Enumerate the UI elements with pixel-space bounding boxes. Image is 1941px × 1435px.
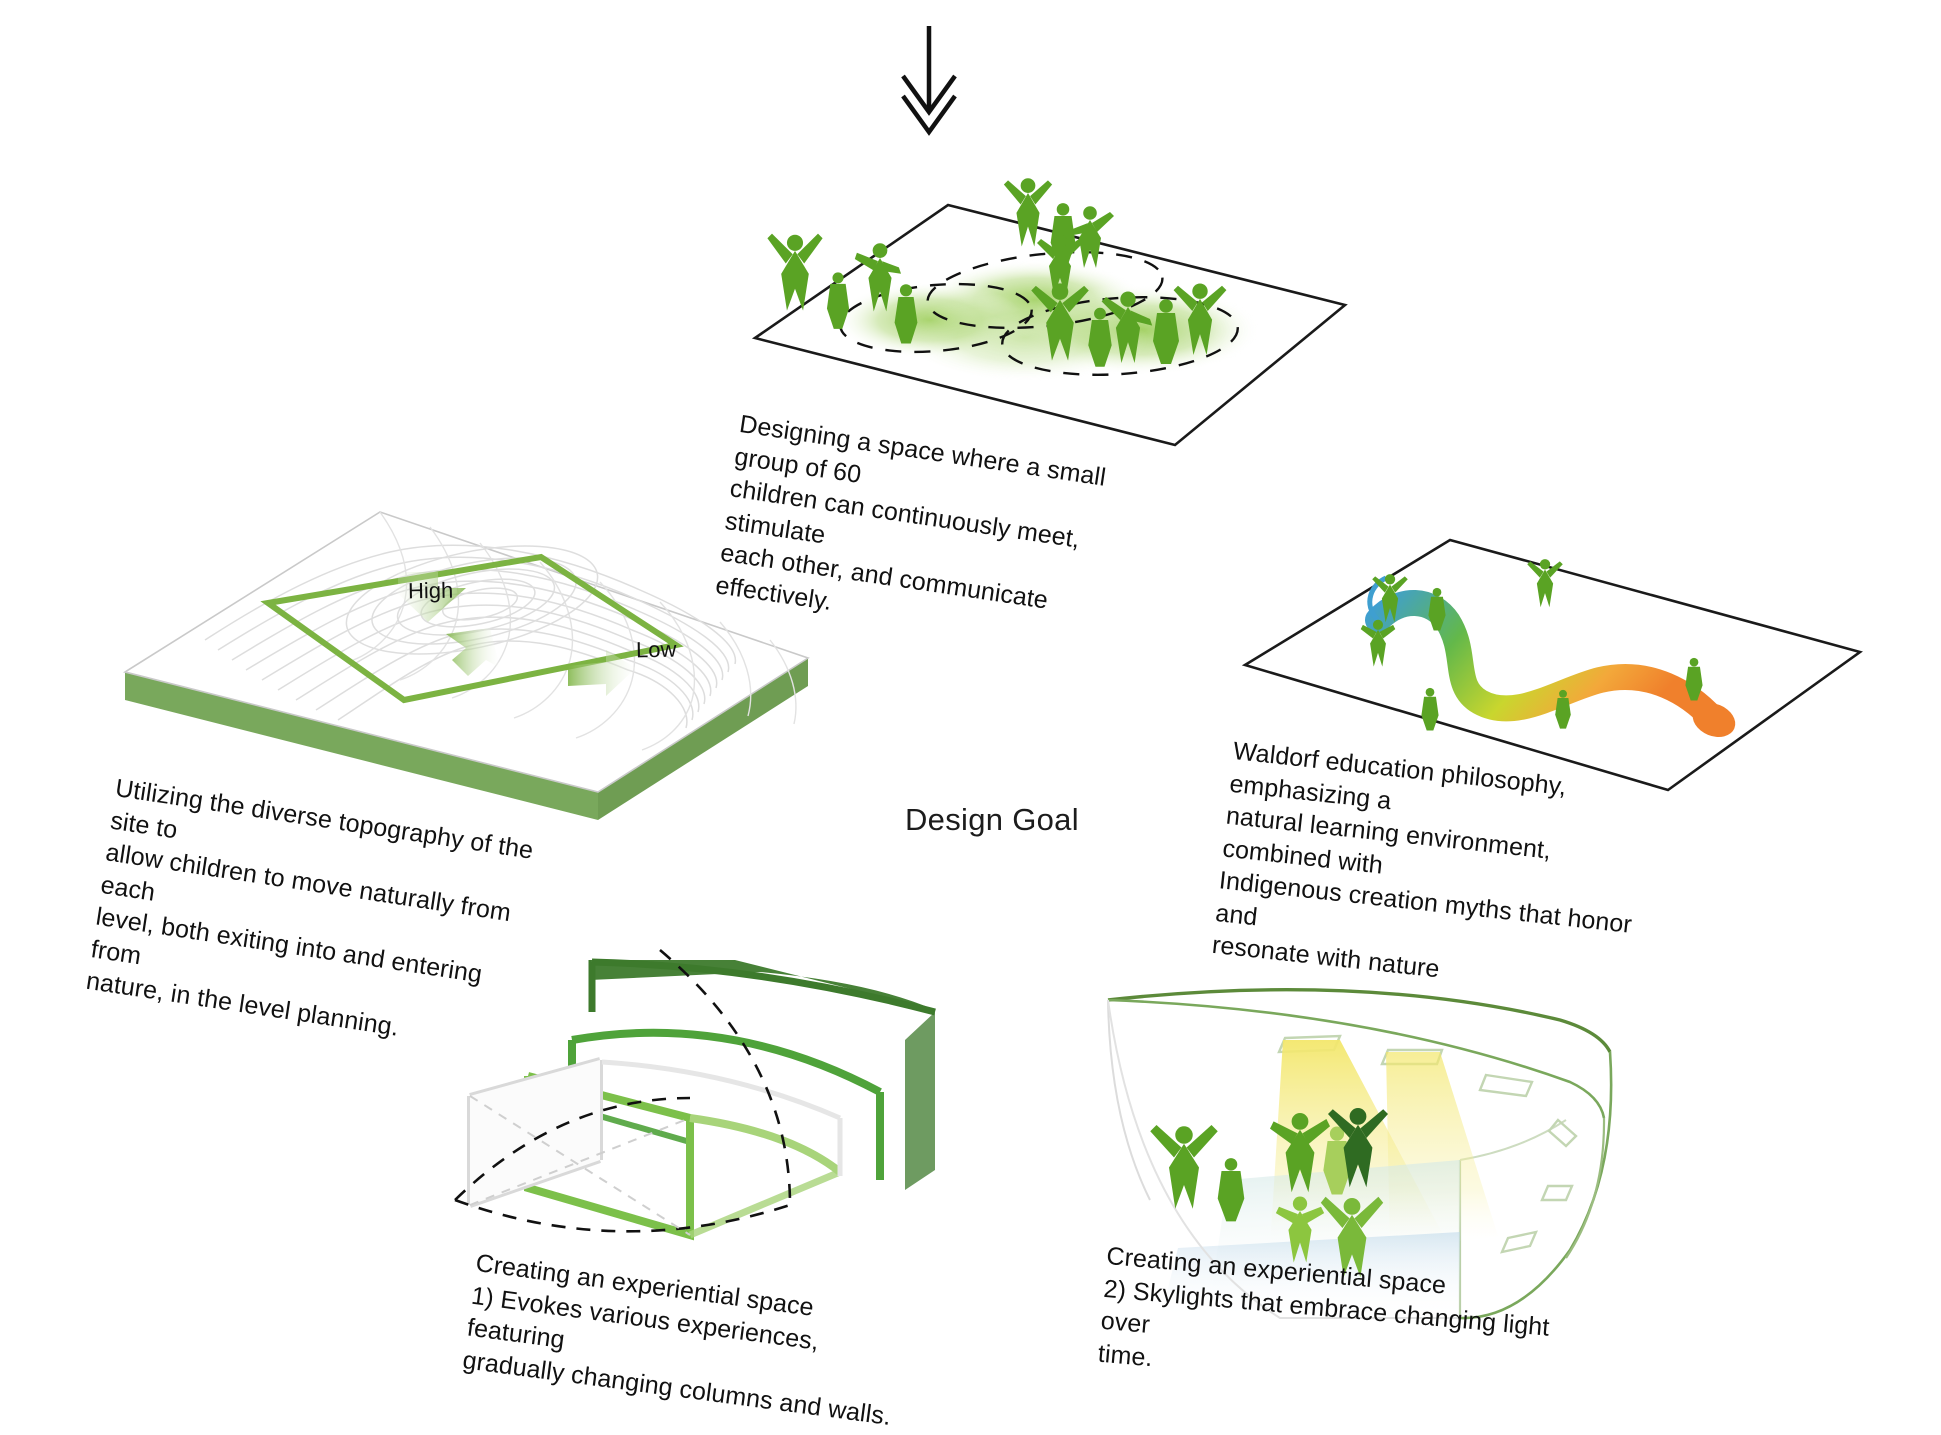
page-title: Design Goal — [905, 802, 1079, 837]
caption-columns-walls: Creating an experiential space 1) Evokes… — [461, 1248, 893, 1431]
topography-label-high: High — [407, 577, 454, 604]
topography-label-low: Low — [635, 636, 677, 663]
flow-arrow-up-right — [446, 628, 500, 676]
columns-and-walls-section-art — [454, 949, 936, 1241]
social-gathering-plane-art — [751, 178, 1348, 447]
down-arrow-icon — [901, 26, 957, 136]
caption-skylights: Creating an experiential space 2) Skylig… — [1096, 1241, 1551, 1372]
flow-arrow-left — [568, 650, 636, 696]
caption-topography: Utilizing the diverse topography of the … — [84, 773, 536, 1042]
caption-waldorf: Waldorf education philosophy, emphasizin… — [1210, 736, 1634, 984]
topography-site-plane-art — [122, 511, 810, 820]
caption-social-gathering: Designing a space where a small group of… — [713, 409, 1108, 616]
